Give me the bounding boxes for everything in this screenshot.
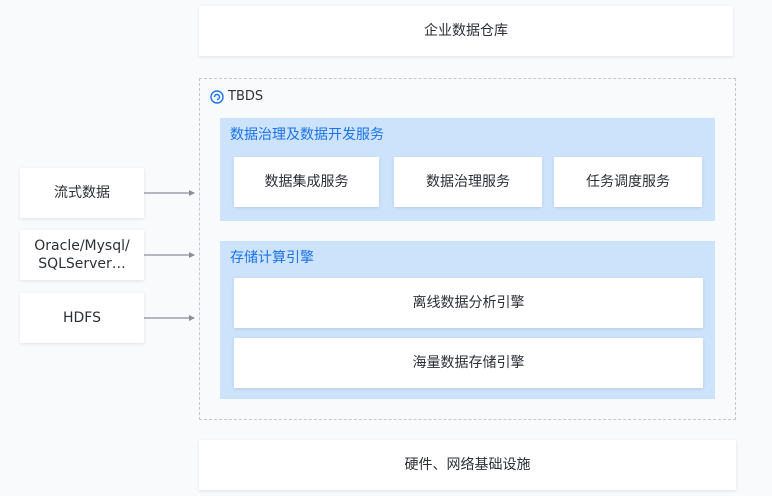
relational-db-label-line2: SQLServer… <box>38 256 126 272</box>
mass-storage-engine-box: 海量数据存储引擎 <box>234 338 703 388</box>
task-scheduling-service-label: 任务调度服务 <box>586 174 670 190</box>
tbds-logo: TBDS <box>210 89 263 105</box>
arrow-streaming <box>144 190 195 196</box>
tbds-name: TBDS <box>228 89 264 104</box>
data-governance-service-box: 数据治理服务 <box>394 157 542 207</box>
mass-storage-engine-label: 海量数据存储引擎 <box>412 355 525 371</box>
hdfs-label: HDFS <box>62 310 101 326</box>
governance-panel-title: 数据治理及数据开发服务 <box>230 127 384 143</box>
task-scheduling-service-box: 任务调度服务 <box>554 157 702 207</box>
data-integration-service-label: 数据集成服务 <box>264 174 349 190</box>
relational-db-label-line1: Oracle/Mysql/ <box>34 238 130 254</box>
data-governance-service-label: 数据治理服务 <box>426 174 510 190</box>
enterprise-data-warehouse-label: 企业数据仓库 <box>424 23 508 39</box>
data-integration-service-box: 数据集成服务 <box>234 157 379 207</box>
relational-db-box: Oracle/Mysql/ SQLServer… <box>20 230 144 280</box>
tbds-logo-icon <box>210 90 224 104</box>
infrastructure-label: 硬件、网络基础设施 <box>404 457 531 473</box>
tbds-container <box>199 78 736 420</box>
offline-analysis-engine-box: 离线数据分析引擎 <box>234 278 703 328</box>
arrow-relational-db <box>144 252 195 258</box>
streaming-data-box: 流式数据 <box>20 168 144 218</box>
infrastructure-box: 硬件、网络基础设施 <box>199 440 736 490</box>
offline-analysis-engine-label: 离线数据分析引擎 <box>412 295 525 311</box>
storage-compute-panel-title: 存储计算引擎 <box>230 250 314 266</box>
hdfs-box: HDFS <box>20 293 144 343</box>
streaming-data-label: 流式数据 <box>54 185 110 201</box>
arrow-hdfs <box>144 315 195 321</box>
enterprise-data-warehouse-box: 企业数据仓库 <box>199 6 733 56</box>
